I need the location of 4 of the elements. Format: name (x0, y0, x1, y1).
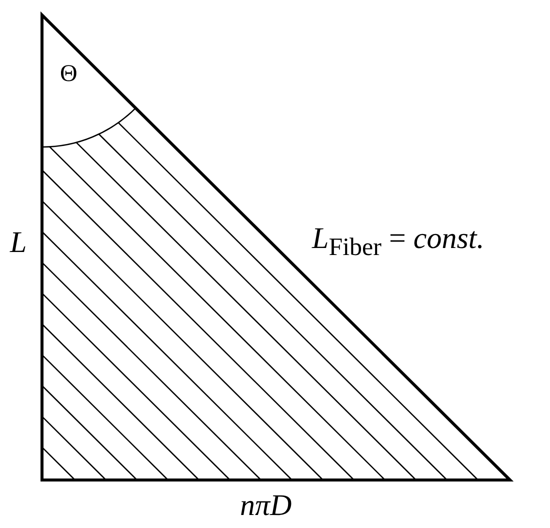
formula-label: L$_{Fiber}$ = const. (312, 224, 484, 260)
dimension-label: L (10, 228, 27, 258)
dimension-label: nπD (240, 491, 292, 521)
angle-label: Θ (60, 62, 78, 86)
